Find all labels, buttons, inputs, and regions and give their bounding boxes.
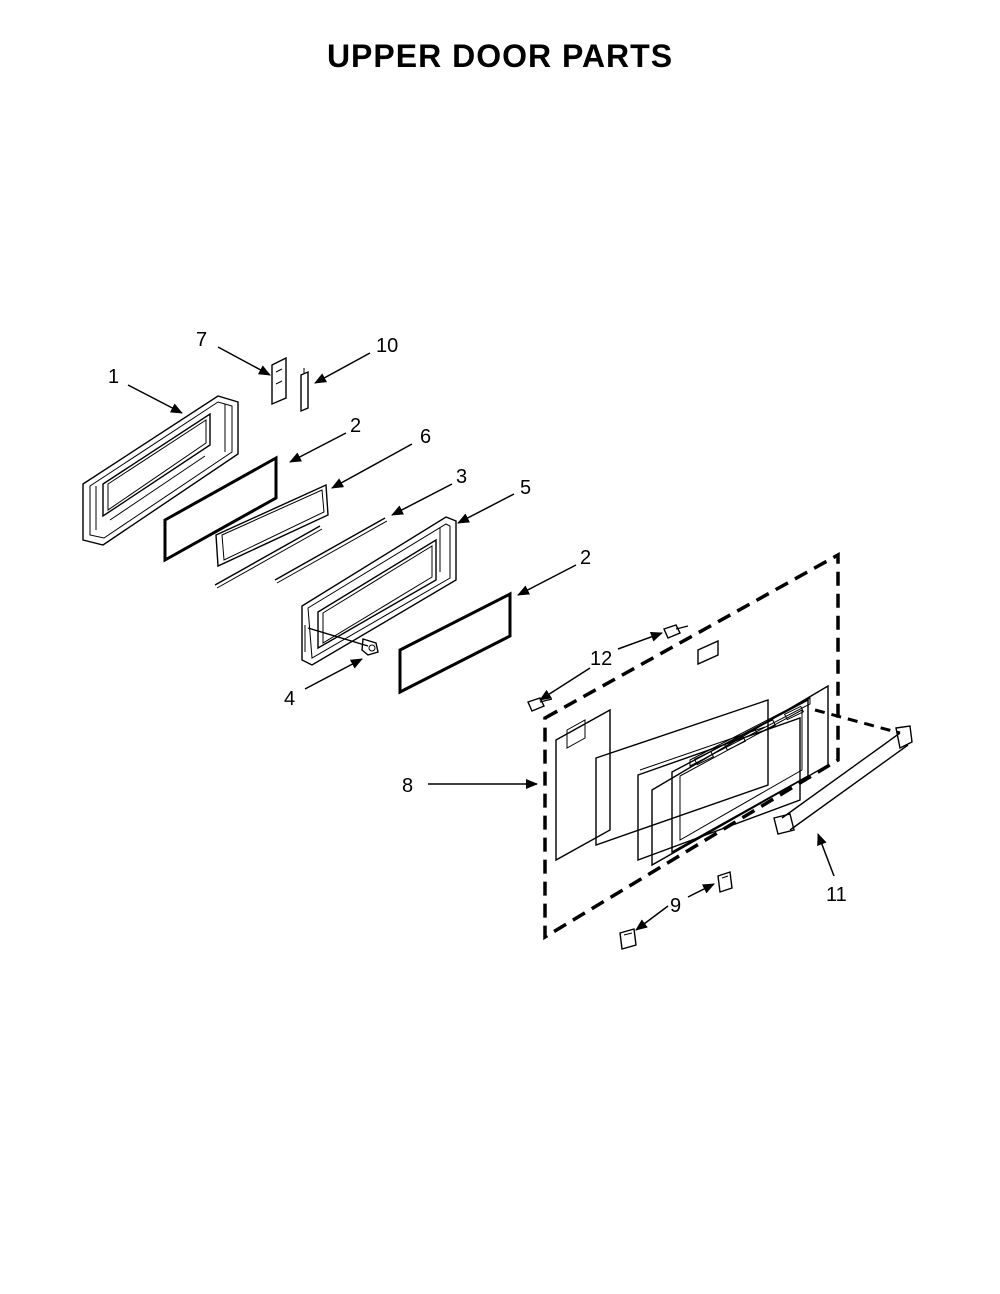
assembly-inner-panel bbox=[555, 708, 611, 862]
page-title: UPPER DOOR PARTS bbox=[326, 38, 674, 74]
callout-9: 9 bbox=[670, 895, 681, 917]
part-2-glass-panel-lower[interactable] bbox=[398, 591, 512, 695]
callout-3: 3 bbox=[456, 466, 467, 488]
callout-1: 1 bbox=[108, 366, 119, 388]
part-11-door-handle[interactable] bbox=[773, 708, 913, 835]
callout-11: 11 bbox=[826, 884, 847, 906]
callout-2-lower: 2 bbox=[580, 547, 591, 569]
callout-2-upper: 2 bbox=[350, 415, 361, 437]
callout-5: 5 bbox=[520, 477, 531, 499]
part-7-bracket[interactable] bbox=[271, 356, 287, 406]
callout-6: 6 bbox=[420, 426, 431, 448]
part-4-hinge-pin[interactable] bbox=[307, 627, 379, 656]
part-5-inner-door-frame[interactable] bbox=[301, 516, 457, 666]
part-1-outer-door-frame[interactable] bbox=[82, 395, 239, 546]
callout-8: 8 bbox=[402, 775, 413, 797]
leader-lines bbox=[127, 346, 835, 931]
callout-12: 12 bbox=[590, 648, 612, 670]
callout-4: 4 bbox=[284, 688, 295, 710]
part-2-glass-panel-upper[interactable] bbox=[163, 455, 278, 563]
part-8-door-assembly[interactable] bbox=[543, 552, 840, 941]
callout-10: 10 bbox=[376, 335, 398, 357]
part-9-clips[interactable] bbox=[619, 871, 733, 950]
part-6-gasket-frame[interactable] bbox=[215, 483, 329, 568]
part-10-latch[interactable] bbox=[300, 368, 309, 413]
part-3-trim-strips[interactable] bbox=[214, 517, 388, 589]
assembly-glass-panel bbox=[595, 699, 769, 846]
callout-7: 7 bbox=[196, 329, 207, 351]
